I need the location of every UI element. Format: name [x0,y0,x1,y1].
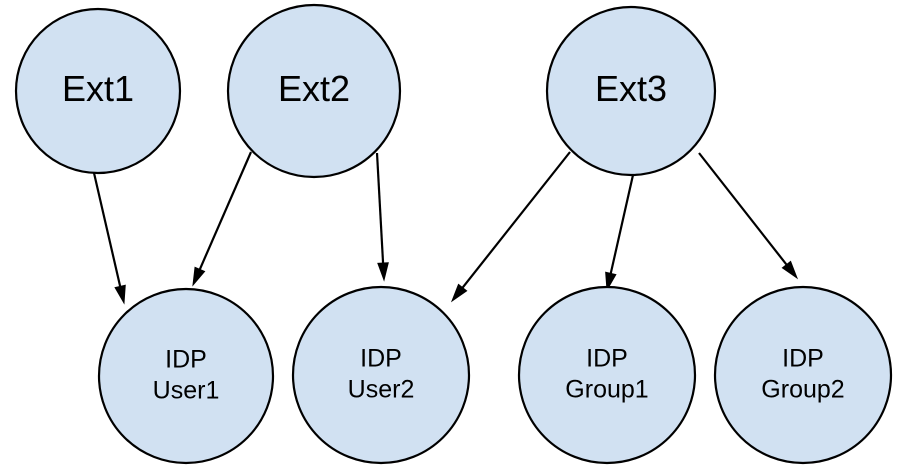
node-circle[interactable] [291,285,471,465]
node-label-line: User1 [153,376,220,404]
node-user2[interactable]: IDP User2 [291,285,471,465]
arrowhead-icon [450,283,468,303]
edge-line [698,152,791,270]
node-label-line: IDP [586,344,628,372]
node-label-line: Ext2 [278,68,350,109]
node-circle[interactable] [713,285,893,465]
node-label-line: Group2 [761,375,844,403]
node-ext1[interactable]: Ext1 [14,7,182,175]
node-label: Ext1 [62,68,134,109]
node-label-line: Ext3 [595,68,667,109]
arrowhead-icon [377,262,389,282]
node-label: Ext2 [278,68,350,109]
arrowhead-icon [114,284,126,305]
arrowhead-icon [192,266,206,287]
node-group1[interactable]: IDP Group1 [517,285,697,465]
node-label-line: User2 [348,375,415,403]
node-label-line: Group1 [565,375,648,403]
node-user1[interactable]: IDP User1 [97,287,275,465]
edge-line [458,151,571,293]
edge-line [196,151,253,275]
node-circle[interactable] [97,287,275,465]
node-circle[interactable] [517,285,697,465]
arrowhead-icon [605,271,617,292]
edge-line [92,172,123,292]
edge-ext2-to-user2 [375,152,389,282]
node-label: Ext3 [595,68,667,109]
node-label: IDP Group1 [565,344,648,403]
node-label-line: IDP [782,344,824,372]
node-ext3[interactable]: Ext3 [545,5,717,177]
node-circle[interactable] [14,7,182,175]
node-ext2[interactable]: Ext2 [226,3,402,179]
edge-ext1-to-user1 [92,172,126,305]
node-label-line: Ext1 [62,68,134,109]
edge-line [608,174,635,279]
edge-ext3-to-group1 [605,174,635,292]
node-group2[interactable]: IDP Group2 [713,285,893,465]
edge-line [375,152,385,268]
node-circle[interactable] [545,5,717,177]
arrowhead-icon [781,260,799,280]
node-label: IDP User1 [153,345,220,404]
node-circle[interactable] [226,3,402,179]
node-label: IDP User2 [348,344,415,403]
node-label-line: IDP [360,344,402,372]
edge-ext3-to-user2 [450,151,571,303]
edges-layer [92,151,799,305]
edge-ext2-to-user1 [192,151,253,287]
edge-ext3-to-group2 [698,152,799,280]
node-label: IDP Group2 [761,344,844,403]
node-label-line: IDP [165,345,207,373]
